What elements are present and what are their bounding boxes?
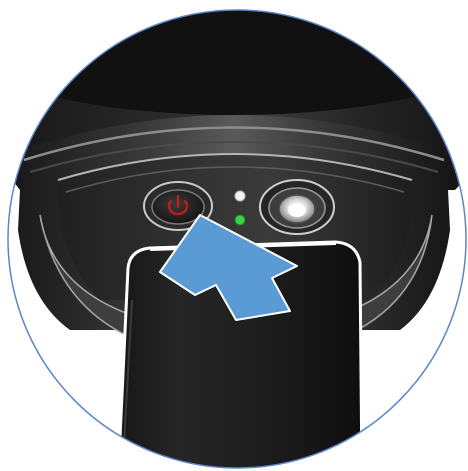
status-led-top <box>235 191 245 201</box>
status-led-green <box>235 215 245 225</box>
round-connector-socket <box>260 180 334 234</box>
